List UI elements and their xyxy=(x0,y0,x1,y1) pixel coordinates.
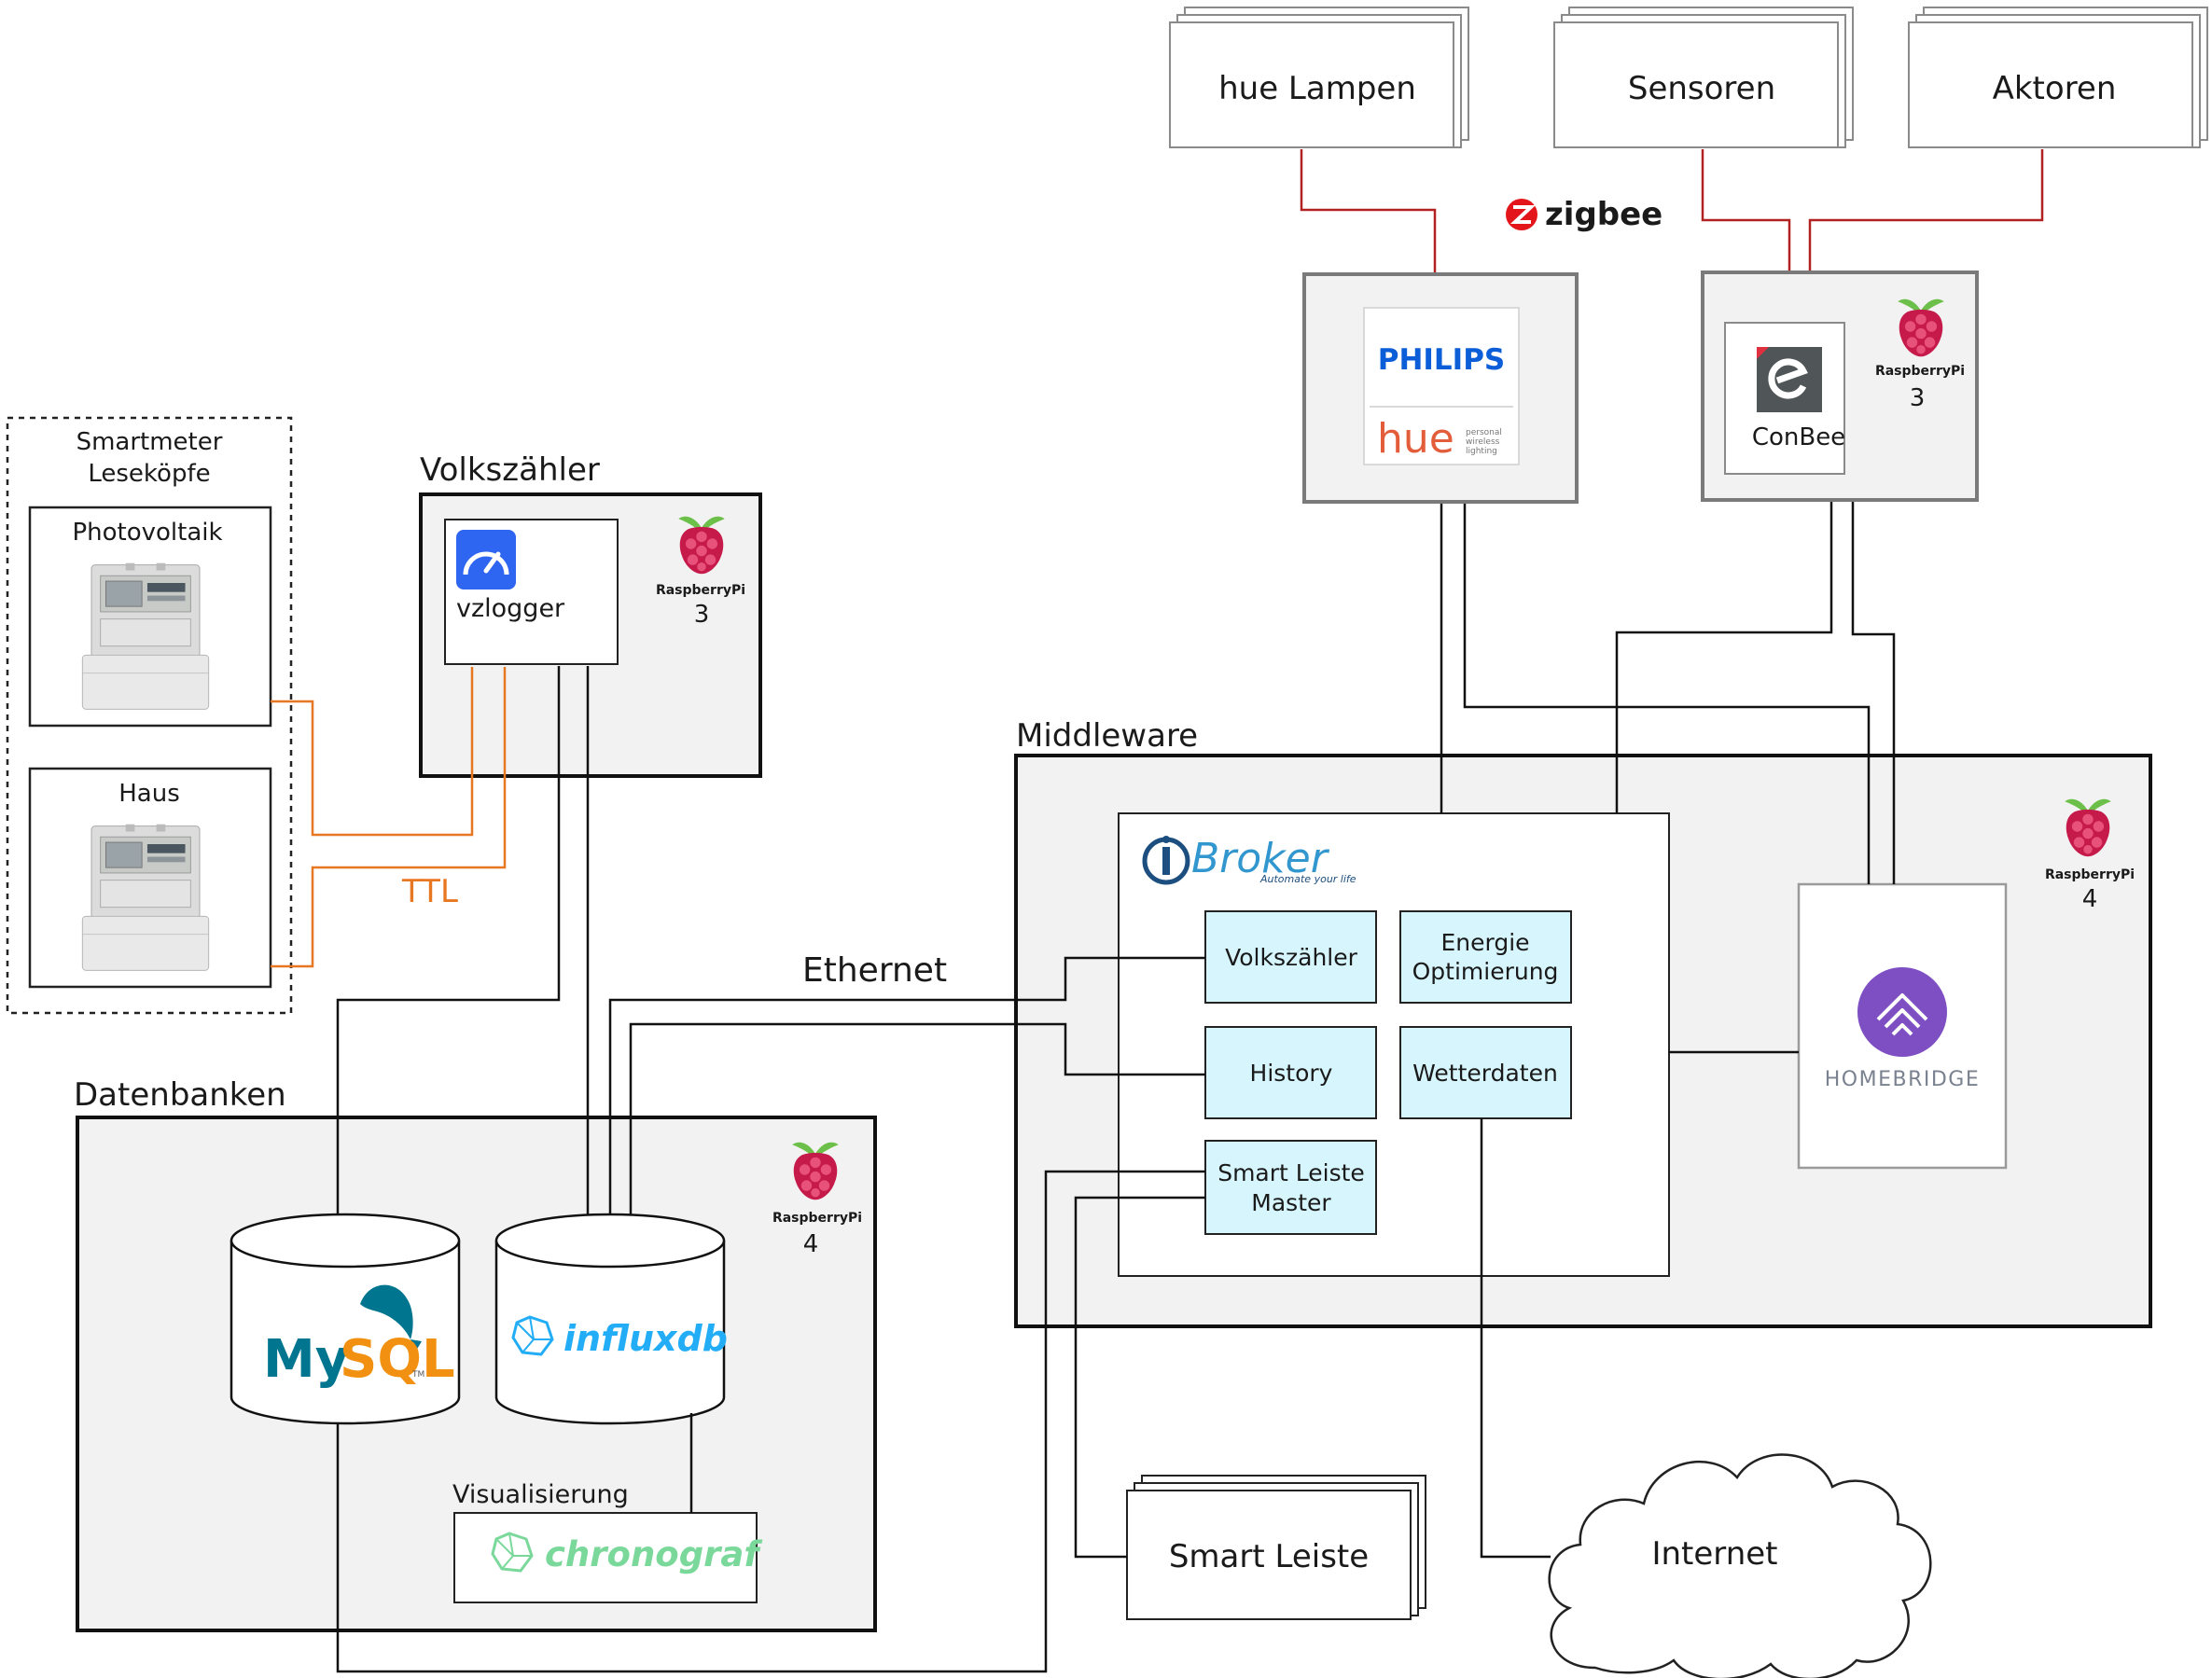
hue-tagline-1: personal xyxy=(1466,428,1502,437)
module-energie-label-2: Optimierung xyxy=(1412,958,1559,985)
ethernet-links xyxy=(336,502,1896,1673)
zigbee-text: zigbee xyxy=(1545,196,1662,233)
smart-leiste-label: Smart Leiste xyxy=(1169,1538,1369,1575)
ttl-label: TTL xyxy=(401,873,458,910)
smartmeter-title-2: Leseköpfe xyxy=(88,460,210,488)
philips-brand: PHILIPS xyxy=(1378,343,1506,377)
mysql-my: My xyxy=(263,1329,349,1390)
chronograf-box xyxy=(453,1512,758,1603)
module-volkszaehler xyxy=(1204,910,1377,1004)
conbee-pi-label: RaspberryPi xyxy=(1875,364,1965,379)
datenbanken-title: Datenbanken xyxy=(74,1076,286,1114)
vzlogger-label: vzlogger xyxy=(456,594,565,623)
module-smart-leiste-label-2: Master xyxy=(1251,1189,1331,1216)
mysql-tm: TM xyxy=(411,1370,424,1380)
iobroker-tagline: Automate your life xyxy=(1259,873,1356,885)
ttl-links xyxy=(271,667,507,968)
middleware-box: Middleware RaspberryPi 4 Broker Automate… xyxy=(1014,717,2152,1328)
sensoren-stack: Sensoren xyxy=(1553,7,1854,148)
hue-lampen-label: hue Lampen xyxy=(1218,70,1416,107)
homebridge-icon xyxy=(1857,967,1947,1057)
conbee-icon xyxy=(1757,347,1822,412)
dolphin-icon xyxy=(360,1284,422,1351)
aktoren-stack: Aktoren xyxy=(1908,7,2208,148)
smartmeter-haus-image xyxy=(81,824,210,971)
smart-leiste-stack: Smart Leiste xyxy=(1126,1475,1426,1620)
module-energie-label-1: Energie xyxy=(1440,929,1529,956)
influxdb-icon xyxy=(511,1315,554,1356)
volkszaehler-box: Volkszähler vzlogger RaspberryPi 3 xyxy=(419,451,762,778)
middleware-pi-label: RaspberryPi xyxy=(2045,867,2135,882)
conbee-label: ConBee xyxy=(1752,423,1845,451)
middleware-pi-version: 4 xyxy=(2082,885,2098,913)
module-volkszaehler-label: Volkszähler xyxy=(1225,944,1358,971)
hue-tagline-3: lighting xyxy=(1466,447,1497,456)
hue-bridge-box: PHILIPS hue personal wireless lighting xyxy=(1302,272,1579,504)
iobroker-text: Broker xyxy=(1191,835,1330,882)
influxdb-database: influxdb xyxy=(494,1213,728,1425)
haus-label: Haus xyxy=(118,780,180,808)
module-wetterdaten-label: Wetterdaten xyxy=(1412,1060,1558,1087)
photovoltaik-label: Photovoltaik xyxy=(72,519,222,547)
hue-product: hue xyxy=(1377,415,1454,463)
mysql-database: My SQL TM xyxy=(230,1213,461,1425)
gauge-icon xyxy=(456,530,516,589)
sensoren-label: Sensoren xyxy=(1628,70,1775,107)
smartmeter-title-1: Smartmeter xyxy=(77,428,223,456)
module-wetterdaten xyxy=(1399,1026,1572,1119)
datenbanken-pi-label: RaspberryPi xyxy=(772,1211,862,1226)
module-smart-leiste-master xyxy=(1204,1140,1377,1235)
ethernet-label: Ethernet xyxy=(802,951,947,990)
chronograf-icon xyxy=(491,1532,534,1573)
chronograf-label: chronograf xyxy=(545,1534,762,1574)
module-smart-leiste-label-1: Smart Leiste xyxy=(1217,1159,1365,1186)
hue-lampen-stack: hue Lampen xyxy=(1169,7,1469,148)
volkszaehler-title: Volkszähler xyxy=(420,451,600,489)
volkszaehler-pi-label: RaspberryPi xyxy=(656,583,745,598)
internet-cloud: Internet xyxy=(1548,1453,1932,1678)
zigbee-logo: zigbee xyxy=(1506,196,1662,233)
module-history-label: History xyxy=(1250,1060,1333,1087)
datenbanken-pi-version: 4 xyxy=(803,1230,819,1258)
iobroker-logo: Broker Automate your life xyxy=(1142,835,1356,885)
volkszaehler-pi-version: 3 xyxy=(694,601,710,629)
conbee-pi-version: 3 xyxy=(1910,384,1926,412)
aktoren-label: Aktoren xyxy=(1993,70,2117,107)
module-history xyxy=(1204,1026,1377,1119)
smartmeter-group: Smartmeter Leseköpfe Photovoltaik Haus xyxy=(6,416,293,1015)
middleware-title: Middleware xyxy=(1016,717,1198,755)
visualisierung-label: Visualisierung xyxy=(452,1480,629,1509)
mysql-sql: SQL xyxy=(340,1329,455,1390)
influxdb-label: influxdb xyxy=(563,1318,728,1359)
conbee-pi-box: ConBee RaspberryPi 3 xyxy=(1701,270,1979,502)
datenbanken-box: Datenbanken RaspberryPi 4 My SQL TM inf xyxy=(74,1076,877,1632)
module-energie-optimierung xyxy=(1399,910,1572,1004)
hue-tagline-2: wireless xyxy=(1466,437,1500,447)
internet-label: Internet xyxy=(1651,1535,1777,1573)
smartmeter-photovoltaik-image xyxy=(81,562,210,710)
homebridge-label: HOMEBRIDGE xyxy=(1825,1068,1981,1091)
